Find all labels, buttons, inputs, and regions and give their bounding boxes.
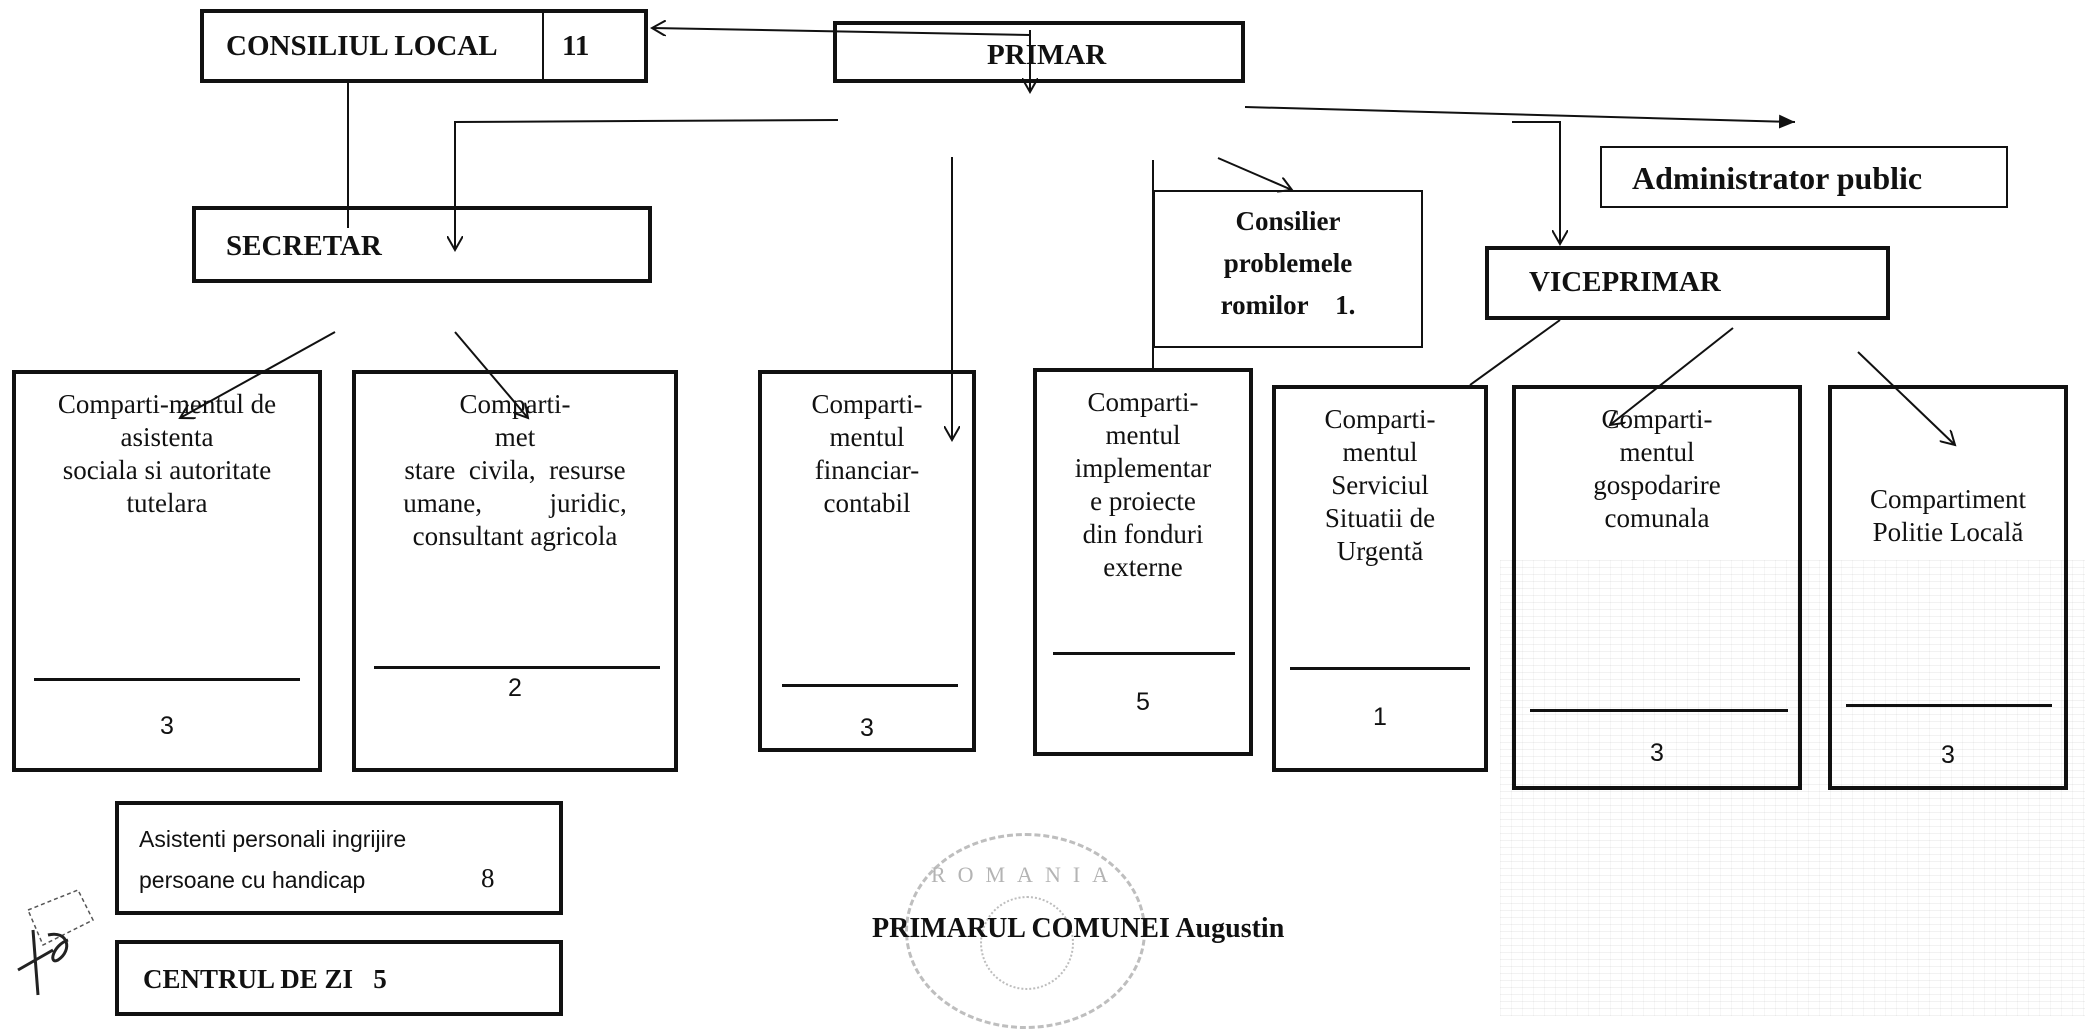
compartment-situatii-urgenta: Comparti- mentul Serviciul Situatii de U… (1272, 385, 1488, 772)
primarul-comunei-label: PRIMARUL COMUNEI Augustin (872, 913, 1285, 944)
compartment-line: din fonduri (1082, 519, 1204, 549)
secretar-label: SECRETAR (226, 230, 382, 262)
scan-noise (1500, 560, 2085, 1016)
handwritten-signature (17, 889, 95, 996)
consilier-line3: romilor 1. (1220, 290, 1356, 320)
compartment-count: 3 (1516, 739, 1798, 768)
viceprimar-label: VICEPRIMAR (1529, 266, 1721, 298)
compartment-line: comunala (1604, 503, 1710, 533)
compartment-count: 2 (508, 674, 522, 702)
compartment-line: Comparti- (459, 389, 571, 419)
compartment-gospodarire-comunala: Comparti- mentul gospodarire comunala 3 (1512, 385, 1802, 790)
viceprimar-box: VICEPRIMAR (1485, 246, 1890, 320)
primar-box: PRIMAR (833, 21, 1245, 83)
compartment-line: sociala si autoritate (62, 455, 272, 485)
viceprimar-to-situatii-line (1469, 319, 1561, 386)
stamp-emblem (980, 896, 1074, 990)
compartment-line: Urgentă (1336, 536, 1424, 566)
asistenti-personali-box: Asistenti personali ingrijire persoane c… (115, 801, 563, 915)
compartment-rule (374, 666, 660, 669)
compartment-line: contabil (823, 488, 911, 518)
compartment-line: tutelara (126, 488, 208, 518)
compartment-line: externe (1103, 552, 1183, 582)
secretar-to-stare-civila-arrow (454, 331, 528, 418)
compartment-line: asistenta (120, 422, 214, 452)
compartment-line: Serviciul (1331, 470, 1429, 500)
primar-label: PRIMAR (987, 39, 1107, 71)
compartment-count: 3 (1832, 741, 2064, 770)
compartment-line: met (494, 422, 536, 452)
asistenti-line2: persoane cu handicap (139, 867, 366, 893)
compartment-count: 3 (160, 712, 174, 740)
consilier-romi-box: Consilier problemele romilor 1. (1153, 190, 1423, 348)
centrul-de-zi-box: CENTRUL DE ZI 5 (115, 940, 563, 1016)
compartment-line: Politie Locală (1872, 517, 2024, 547)
compartment-line: Comparti- (1601, 404, 1713, 434)
compartment-implementare-proiecte: Comparti- mentul implementar e proiecte … (1033, 368, 1253, 756)
compartment-politie-locala: Compartiment Politie Locală 3 (1828, 385, 2068, 790)
compartment-line: implementar (1074, 453, 1212, 483)
compartment-line: financiar- (814, 455, 920, 485)
primar-to-administrator-arrow (1244, 106, 1796, 129)
compartment-rule (1846, 704, 2052, 707)
administrator-public-label: Administrator public (1632, 160, 1923, 196)
compartment-line: gospodarire (1593, 470, 1721, 500)
compartment-line: Compartiment (1870, 484, 2026, 514)
compartment-line: consultant agricola (412, 521, 618, 551)
compartment-line: umane, juridic, (403, 488, 627, 518)
secretar-box: SECRETAR (192, 206, 652, 283)
compartment-rule (1530, 709, 1788, 712)
compartment-line: mentul (1619, 437, 1695, 467)
consiliu-local-box: CONSILIUL LOCAL 11 (200, 9, 648, 83)
compartment-rule (782, 684, 958, 687)
asistenti-count: 8 (481, 863, 495, 893)
compartment-count: 3 (860, 714, 874, 742)
compartment-line: Comparti- (1324, 404, 1436, 434)
consilier-line2: problemele (1223, 248, 1353, 278)
primar-to-consilier-arrow (1217, 157, 1292, 190)
compartment-asistenta-sociala: Comparti-mentul de asistenta sociala si … (12, 370, 322, 772)
consiliu-local-label: CONSILIUL LOCAL (226, 30, 498, 62)
primar-to-consiliu-arrow (652, 28, 1031, 35)
compartment-line: mentul (1105, 420, 1181, 450)
secretar-to-asistenta-arrow (180, 331, 336, 418)
compartment-line: e proiecte (1090, 486, 1196, 516)
consiliu-local-count: 11 (562, 30, 590, 62)
compartment-count: 1 (1373, 703, 1387, 731)
consilier-line1: Consilier (1235, 206, 1341, 236)
compartment-rule (1053, 652, 1235, 655)
compartment-financiar-contabil: Comparti- mentul financiar- contabil 3 (758, 370, 976, 752)
compartment-line: stare civila, resurse (404, 455, 626, 485)
compartment-stare-civila: Comparti- met stare civila, resurse uman… (352, 370, 678, 772)
compartment-line: Comparti-mentul de (57, 389, 277, 419)
viceprimar-to-politie-arrow (1857, 351, 1955, 445)
compartment-rule (1290, 667, 1470, 670)
compartment-line: mentul (829, 422, 905, 452)
viceprimar-to-gospodarire-arrow (1610, 327, 1734, 425)
compartment-line: Comparti- (1087, 387, 1199, 417)
compartment-line: Situatii de (1324, 503, 1436, 533)
administrator-public-box: Administrator public (1600, 146, 2008, 208)
compartment-count: 5 (1136, 688, 1150, 716)
compartment-line: Comparti- (811, 389, 923, 419)
primar-to-viceprimar-arrow (1512, 121, 1560, 244)
stamp-text: ROMANIA (930, 862, 1121, 887)
asistenti-line1: Asistenti personali ingrijire (139, 826, 407, 852)
compartment-rule (34, 678, 300, 681)
compartment-line: mentul (1342, 437, 1418, 467)
centrul-de-zi-label: CENTRUL DE ZI 5 (143, 964, 387, 994)
consiliu-local-divider (542, 13, 544, 79)
